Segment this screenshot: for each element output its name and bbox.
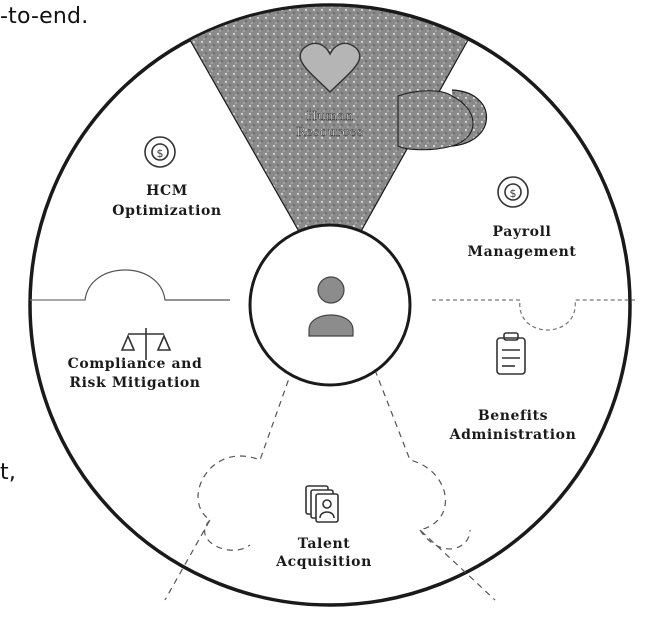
- segment-label-compliance-line2: Risk Mitigation: [69, 375, 200, 391]
- heart-puzzle-icon: [299, 42, 361, 93]
- divider-bottom-left: [164, 369, 293, 601]
- context-text-top: -to-end.: [0, 4, 89, 29]
- segment-label-compliance-line1: Compliance and: [68, 356, 203, 372]
- segment-label-hcm-line1: HCM: [146, 183, 188, 199]
- people-cards-icon: [305, 485, 339, 523]
- svg-text:$: $: [157, 147, 164, 160]
- money-gear-icon: $: [144, 136, 176, 168]
- divider-right: [432, 299, 635, 331]
- segment-human-resources-wedge[interactable]: [189, 5, 488, 243]
- svg-text:$: $: [510, 187, 517, 200]
- segment-label-benefits-line2: Administration: [449, 427, 577, 443]
- clipboard-icon: [496, 332, 526, 375]
- segment-label-payroll-line2: Management: [468, 244, 577, 260]
- dollar-gear-icon: $: [497, 176, 529, 208]
- divider-bottom-right: [374, 369, 496, 601]
- segment-label-human-resources-line1: Human: [307, 109, 354, 123]
- center-hub: [248, 223, 412, 387]
- scales-icon: [120, 328, 172, 360]
- wedge-puzzle-tab-right: [397, 90, 474, 151]
- segment-label-hcm-line2: Optimization: [112, 203, 221, 219]
- gear-tooth-left: [203, 519, 251, 551]
- segment-label-talent-line2: Acquisition: [275, 554, 372, 570]
- segment-label-benefits-line1: Benefits: [478, 408, 548, 424]
- wedge-puzzle-tab-left: [262, 92, 300, 148]
- segment-label-payroll-line1: Payroll: [493, 224, 552, 240]
- context-text-left-fragment: t,: [0, 460, 17, 485]
- segment-label-talent-line1: Talent: [298, 536, 351, 552]
- person-icon: [308, 276, 354, 337]
- divider-left-top: [30, 269, 230, 301]
- segment-label-human-resources-line2: Resources: [296, 125, 363, 139]
